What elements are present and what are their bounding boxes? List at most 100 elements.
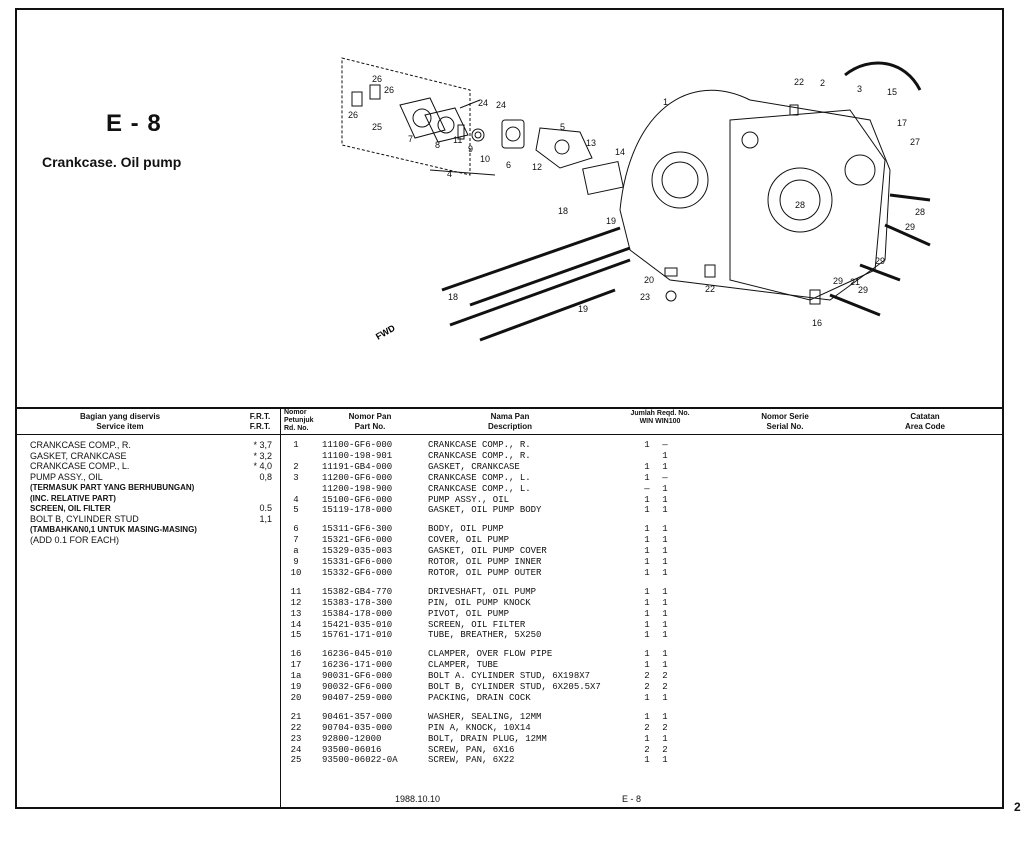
header-service-item-en: Service item: [96, 422, 144, 431]
svg-text:3: 3: [857, 84, 862, 94]
part-rd: 25: [290, 755, 302, 766]
page-title: Crankcase. Oil pump: [42, 154, 182, 170]
header-qty: Jumlah Reqd. No. WIN WIN100: [630, 410, 690, 426]
part-rd: 4: [293, 494, 299, 505]
svg-text:8: 8: [435, 140, 440, 150]
header-name-id: Nama Pan: [490, 412, 530, 421]
part-desc: BOLT, DRAIN PLUG, 12MM: [428, 733, 547, 744]
part-desc: ROTOR, OIL PUMP OUTER: [428, 567, 542, 578]
part-q1: 1: [644, 546, 650, 557]
part-pn: 90032-GF6-000: [322, 682, 393, 692]
svg-text:29: 29: [833, 276, 843, 286]
part-q1: 2: [644, 744, 650, 755]
part-q1: 1: [644, 619, 650, 630]
part-desc: ROTOR, OIL PUMP INNER: [428, 557, 542, 567]
header-description: Nama Pan Description: [460, 412, 560, 432]
svg-text:29: 29: [858, 285, 868, 295]
svg-text:28: 28: [795, 200, 805, 210]
service-item: (TAMBAHKAN0,1 UNTUK MASING-MASING): [30, 525, 197, 534]
part-q1: 1: [644, 755, 650, 766]
service-item: PUMP ASSY., OIL: [30, 471, 103, 482]
footer-code: E - 8: [622, 794, 642, 804]
part-rd: 15: [290, 630, 302, 641]
part-q2: 1: [662, 483, 668, 494]
svg-text:21: 21: [850, 277, 860, 287]
part-rd: a: [293, 546, 299, 557]
svg-text:26: 26: [348, 110, 358, 120]
page-code: E - 8: [106, 110, 162, 137]
part-q2: 2: [662, 682, 668, 692]
part-q1: 1: [644, 660, 650, 671]
service-item: (ADD 0.1 FOR EACH): [30, 534, 120, 545]
service-item: BOLT B, CYLINDER STUD: [30, 513, 139, 524]
part-desc: PIN A, KNOCK, 10X14: [428, 722, 531, 733]
part-desc: WASHER, SEALING, 12MM: [428, 711, 542, 722]
part-rd: 11: [290, 586, 302, 597]
part-q2: 1: [662, 557, 668, 567]
part-desc: SCREW, PAN, 6X22: [428, 755, 515, 766]
part-q2: —: [662, 440, 668, 450]
part-desc: CRANKCASE COMP., R.: [428, 450, 531, 461]
service-item: SCREEN, OIL FILTER: [30, 504, 111, 513]
part-q1: 1: [644, 524, 650, 535]
part-q2: 1: [662, 494, 668, 505]
part-q2: 1: [662, 505, 668, 516]
part-rd: 2: [293, 461, 299, 472]
part-desc: CRANKCASE COMP., L.: [428, 472, 531, 483]
part-desc: SCREEN, OIL FILTER: [428, 619, 526, 630]
part-rd: 23: [290, 733, 302, 744]
part-rd: 1a: [290, 671, 302, 682]
header-service-item: Bagian yang diservis Service item: [60, 412, 180, 432]
svg-text:19: 19: [606, 216, 616, 226]
part-rd: 7: [293, 535, 299, 546]
part-pn: 11200-GF6-000: [322, 472, 393, 483]
part-q1: 1: [644, 535, 650, 546]
part-pn: 11191-GB4-000: [322, 461, 393, 472]
svg-text:1: 1: [663, 97, 668, 107]
svg-text:10: 10: [480, 154, 490, 164]
service-item: CRANKCASE COMP., R.: [30, 440, 131, 450]
header-part-id: Nomor Pan: [348, 412, 392, 421]
service-item-frt: * 4,0: [253, 461, 272, 471]
part-desc: CLAMPER, TUBE: [428, 660, 499, 671]
svg-text:15: 15: [887, 87, 897, 97]
svg-text:17: 17: [897, 118, 907, 128]
part-rd: 22: [290, 722, 302, 733]
part-desc: CRANKCASE COMP., R.: [428, 440, 531, 450]
part-pn: 15421-035-010: [322, 619, 393, 630]
svg-text:7: 7: [408, 134, 413, 144]
part-q1: 1: [644, 649, 650, 660]
svg-text:23: 23: [640, 292, 650, 302]
part-pn: 15382-GB4-770: [322, 586, 393, 597]
part-pn: 93500-06016: [322, 744, 382, 755]
svg-text:14: 14: [615, 147, 625, 157]
part-q1: 1: [644, 567, 650, 578]
part-q1: 2: [644, 682, 650, 692]
part-q2: 1: [662, 692, 668, 703]
svg-text:18: 18: [448, 292, 458, 302]
part-pn: 93500-06022-0A: [322, 755, 398, 766]
part-q2: 2: [662, 722, 668, 733]
svg-text:22: 22: [705, 284, 715, 294]
service-item-frt: 0,8: [259, 471, 272, 482]
service-item: GASKET, CRANKCASE: [30, 450, 127, 461]
part-q2: —: [662, 472, 668, 483]
part-q2: 1: [662, 567, 668, 578]
header-serial-id: Nomor Serie: [761, 412, 809, 421]
part-desc: PUMP ASSY., OIL: [428, 494, 510, 505]
svg-text:16: 16: [812, 318, 822, 328]
svg-text:26: 26: [384, 85, 394, 95]
service-item: (INC. RELATIVE PART): [30, 493, 116, 503]
part-pn: 15119-178-000: [322, 505, 393, 516]
part-q2: 1: [662, 755, 668, 766]
part-desc: GASKET, OIL PUMP COVER: [428, 546, 547, 557]
part-rd: 6: [293, 524, 299, 535]
table-divider: [280, 408, 281, 808]
part-q2: 1: [662, 546, 668, 557]
part-q1: 1: [644, 440, 650, 450]
part-q2: 1: [662, 586, 668, 597]
header-frt-id: F.R.T.: [249, 412, 271, 421]
part-desc: CLAMPER, OVER FLOW PIPE: [428, 649, 553, 660]
part-q1: 1: [644, 733, 650, 744]
header-service-item-id: Bagian yang diservis: [79, 412, 161, 421]
